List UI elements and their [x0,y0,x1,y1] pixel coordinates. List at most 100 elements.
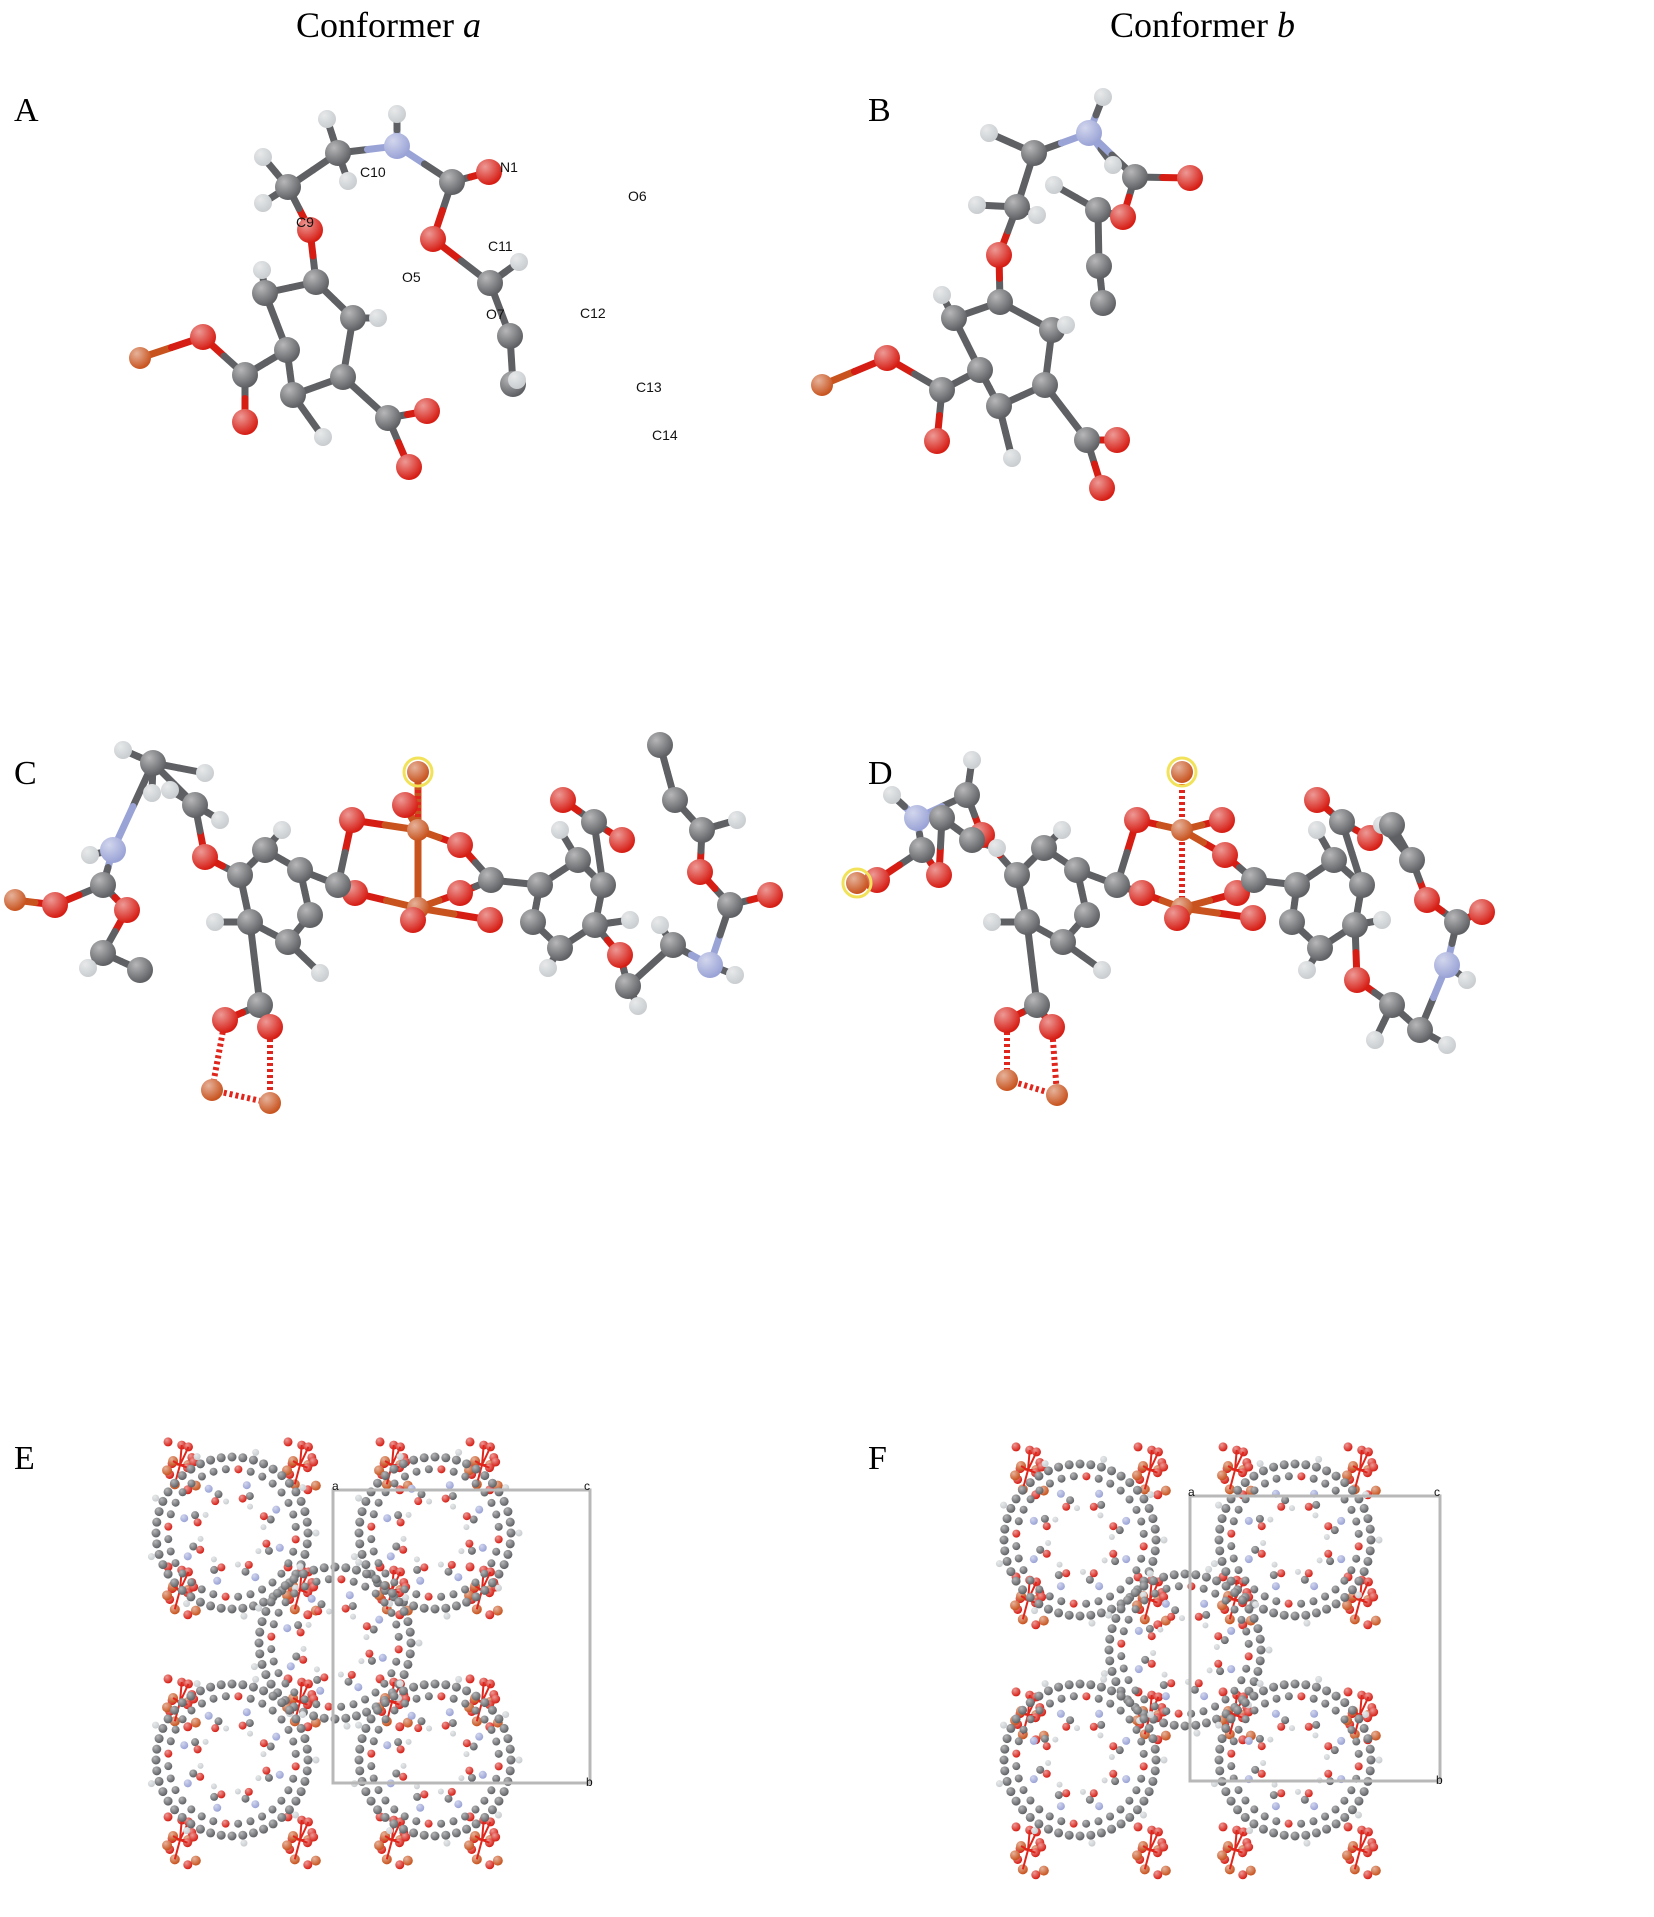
carbon-atom [1253,1624,1263,1634]
hydrogen-atom [247,1503,254,1510]
nitrogen-atom [1122,1775,1131,1784]
carbon-atom [380,1679,389,1688]
nitrogen-atom [286,1662,295,1671]
copper-atom [374,1840,385,1851]
oxygen-atom [491,1832,501,1842]
hydrogen-atom [388,105,406,123]
oxygen-atom [1153,1692,1163,1702]
carbon-atom [1190,1685,1199,1694]
carbon-atom [373,1478,383,1488]
hydrogen-atom [1045,1539,1052,1546]
oxygen-atom [1031,1620,1041,1630]
carbon-atom [1221,1723,1231,1733]
carbon-atom [1217,1734,1227,1744]
carbon-atom [1191,1720,1201,1730]
oxygen-atom [375,1437,385,1447]
carbon-atom [1057,1694,1066,1703]
carbon-atom [227,862,253,888]
nitrogen-atom [416,1576,425,1585]
carbon-atom [380,1581,390,1591]
oxygen-atom [1153,1827,1163,1837]
oxygen-atom [314,1607,323,1616]
carbon-atom [412,1817,421,1826]
bond [179,1444,183,1466]
bond [481,1839,490,1844]
carbon-atom [1014,909,1040,935]
carbon-atom [1365,1744,1375,1754]
oxygen-atom [1037,1842,1047,1852]
carbon-atom [417,1717,426,1726]
carbon-atom [357,1776,367,1786]
nitrogen-atom [204,1484,213,1493]
carbon-atom [254,1638,264,1648]
hydrogen-atom [726,966,744,984]
oxygen-atom [420,1563,429,1572]
oxygen-atom [297,217,323,243]
cell-axis-c-f: c [1434,1485,1440,1499]
carbon-atom [503,1776,513,1786]
carbon-atom [413,1792,422,1801]
carbon-atom [1150,1524,1160,1534]
hydrogen-atom [260,1751,267,1758]
hydrogen-atom [254,148,272,166]
carbon-atom [374,1725,383,1734]
hydrogen-atom [515,1529,523,1537]
hydrogen-atom [1101,1557,1108,1564]
coordination-bond [1049,1026,1060,1096]
hydrogen-atom [312,1529,320,1537]
hydrogen-atom [413,1556,420,1563]
carbon-atom [1407,1017,1433,1043]
carbon-atom [409,1828,419,1838]
hydrogen-atom [455,1675,463,1683]
bond [299,1446,310,1466]
copper-atom [1370,1865,1381,1876]
carbon-atom [325,140,351,166]
hydrogen-atom [1003,449,1021,467]
nitrogen-atom [904,805,930,831]
hydrogen-atom [1366,1031,1384,1049]
carbon-atom [261,1606,271,1616]
carbon-atom [349,1577,358,1586]
carbon-atom [1004,194,1030,220]
panel-f-packing: a c b [995,1442,1443,1880]
nitrogen-atom [386,1552,395,1561]
carbon-atom [480,1715,489,1724]
oxygen-atom [367,1522,376,1531]
carbon-atom [1221,1787,1231,1797]
bond [1143,1599,1151,1620]
oxygen-atom [221,1592,230,1601]
oxygen-atom [392,792,418,818]
carbon-atom [1217,1514,1227,1524]
bond [1149,1831,1160,1851]
carbon-atom [151,1528,161,1538]
carbon-atom [387,1669,396,1678]
hydrogen-atom [1265,1646,1273,1654]
carbon-atom [152,1766,162,1776]
oxygen-atom [447,832,473,858]
carbon-atom [1249,1677,1259,1687]
oxygen-atom [491,1694,501,1704]
carbon-atom [419,1680,429,1690]
carbon-atom [1180,1721,1190,1731]
carbon-atom [277,1715,286,1724]
carbon-atom [1221,1695,1230,1704]
carbon-atom [246,1694,255,1703]
carbon-atom [258,1812,267,1821]
oxygen-atom [1147,1632,1156,1641]
oxygen-atom [1109,1769,1118,1778]
oxygen-atom [1025,1690,1035,1700]
carbon-atom [341,1563,351,1573]
carbon-atom [351,1565,361,1575]
nitrogen-atom [1161,1692,1170,1701]
carbon-atom [1011,1796,1021,1806]
hydrogen-atom [437,1561,444,1568]
carbon-atom [1111,1613,1121,1623]
carbon-atom [1233,1485,1243,1495]
carbon-atom [1064,1680,1074,1690]
hydrogen-atom [1213,1644,1220,1651]
carbon-atom [506,1528,516,1538]
nitrogen-atom [1337,1555,1346,1564]
carbon-atom [471,1578,480,1587]
carbon-atom [206,1828,216,1838]
oxygen-atom [339,807,365,833]
